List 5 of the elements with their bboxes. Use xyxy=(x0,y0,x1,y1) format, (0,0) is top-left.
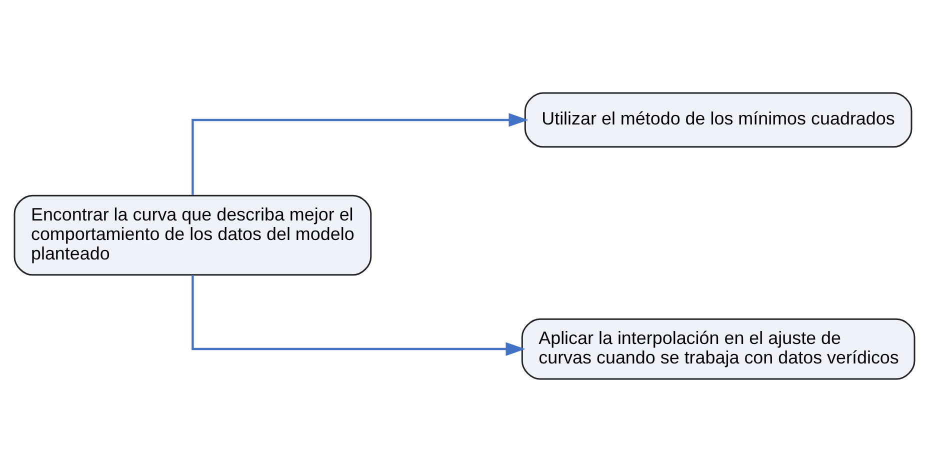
node-box: Aplicar la interpolación en el ajuste de curvas cuando se trabaja con datos verídicos xyxy=(521,318,916,380)
arrow xyxy=(192,113,528,195)
arrow xyxy=(192,275,526,356)
node-box: Utilizar el método de los mínimos cuadrados xyxy=(524,92,912,148)
node-box: Encontrar la curva que describa mejor el comportamiento de los datos del modelo planteado xyxy=(14,194,372,276)
